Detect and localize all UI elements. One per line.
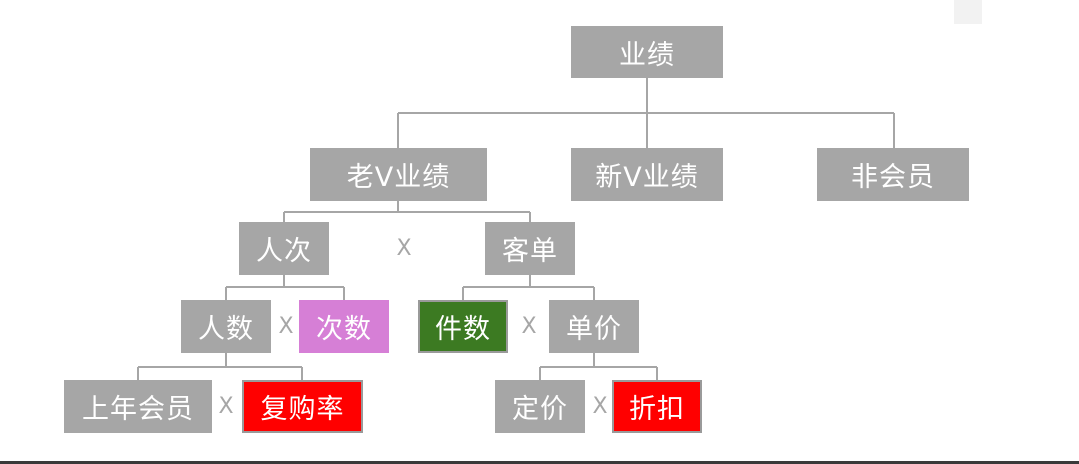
node-repurchase-rate: 复购率: [242, 380, 363, 433]
multiply-operator: X: [521, 314, 537, 339]
node-list-price: 定价: [495, 380, 585, 433]
node-frequency: 次数: [299, 300, 389, 353]
corner-artifact: [954, 0, 982, 24]
node-unit-price: 单价: [549, 300, 639, 353]
node-people-count: 人次: [239, 222, 329, 275]
multiply-operator: X: [592, 394, 608, 419]
node-non-member: 非会员: [817, 148, 969, 201]
node-discount: 折扣: [612, 380, 702, 433]
node-root-performance: 业绩: [571, 26, 723, 78]
node-old-v-performance: 老V业绩: [310, 148, 487, 201]
multiply-operator: X: [396, 236, 412, 261]
node-per-customer-value: 客单: [485, 222, 575, 275]
multiply-operator: X: [218, 394, 234, 419]
node-item-count: 件数: [418, 300, 508, 353]
multiply-operator: X: [278, 314, 294, 339]
node-new-v-performance: 新V业绩: [571, 148, 723, 201]
node-headcount: 人数: [181, 300, 271, 353]
bottom-divider: [0, 461, 1079, 464]
node-last-year-members: 上年会员: [64, 380, 212, 433]
